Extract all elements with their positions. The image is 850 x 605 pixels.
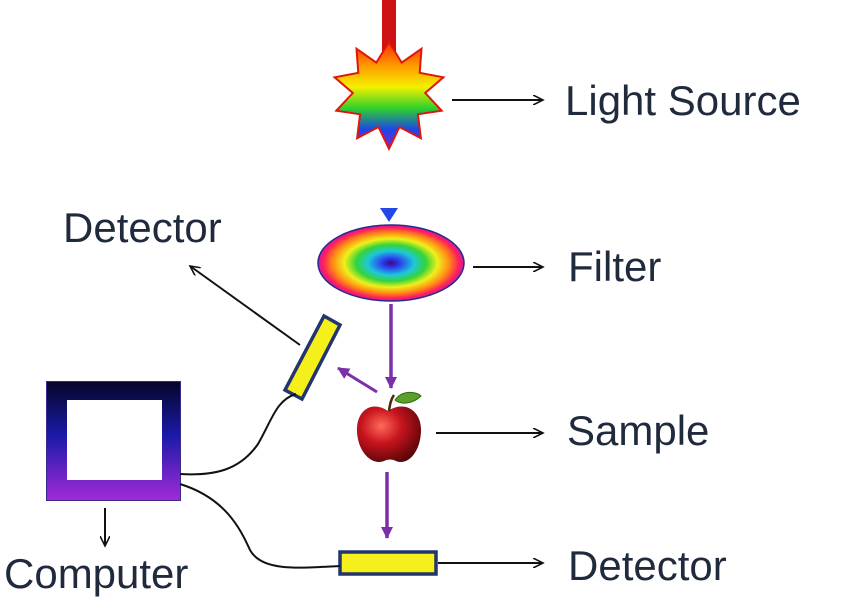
cable-computer-top-detector bbox=[179, 393, 297, 476]
dashed-beam bbox=[380, 158, 398, 222]
label-light-source: Light Source bbox=[565, 77, 801, 124]
beam-reflection bbox=[337, 366, 378, 394]
monitor-frame-icon bbox=[46, 381, 181, 501]
label-computer: Computer bbox=[4, 550, 188, 597]
label-detector-top: Detector bbox=[63, 204, 222, 251]
sun-burst-icon bbox=[332, 40, 446, 152]
detector-bar-icon-bottom bbox=[338, 550, 438, 576]
label-detector-bottom: Detector bbox=[568, 542, 727, 589]
label-filter: Filter bbox=[568, 243, 661, 290]
apple-icon bbox=[356, 391, 422, 463]
rainbow-disc-icon bbox=[317, 224, 465, 302]
detector-bar-icon-top bbox=[282, 313, 343, 402]
cable-computer-bottom-detector bbox=[179, 483, 341, 569]
label-sample: Sample bbox=[567, 407, 709, 454]
arrow-detector-top bbox=[190, 266, 301, 346]
